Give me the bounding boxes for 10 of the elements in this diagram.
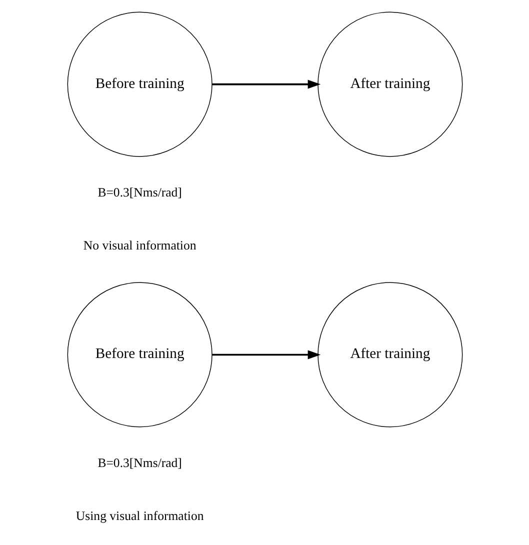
label: No visual information <box>82 238 196 252</box>
node-circle: Before training <box>66 12 212 157</box>
node-circle: After training <box>317 12 462 157</box>
label: B=0.3[Nms/rad] <box>97 185 182 200</box>
label: B=0.3[Nms/rad] <box>97 456 182 470</box>
arrow <box>212 80 320 89</box>
label: Using visual information <box>75 508 204 523</box>
node-circle: After training <box>317 282 462 428</box>
node-circle: Before training <box>66 282 212 428</box>
arrow <box>212 350 320 360</box>
